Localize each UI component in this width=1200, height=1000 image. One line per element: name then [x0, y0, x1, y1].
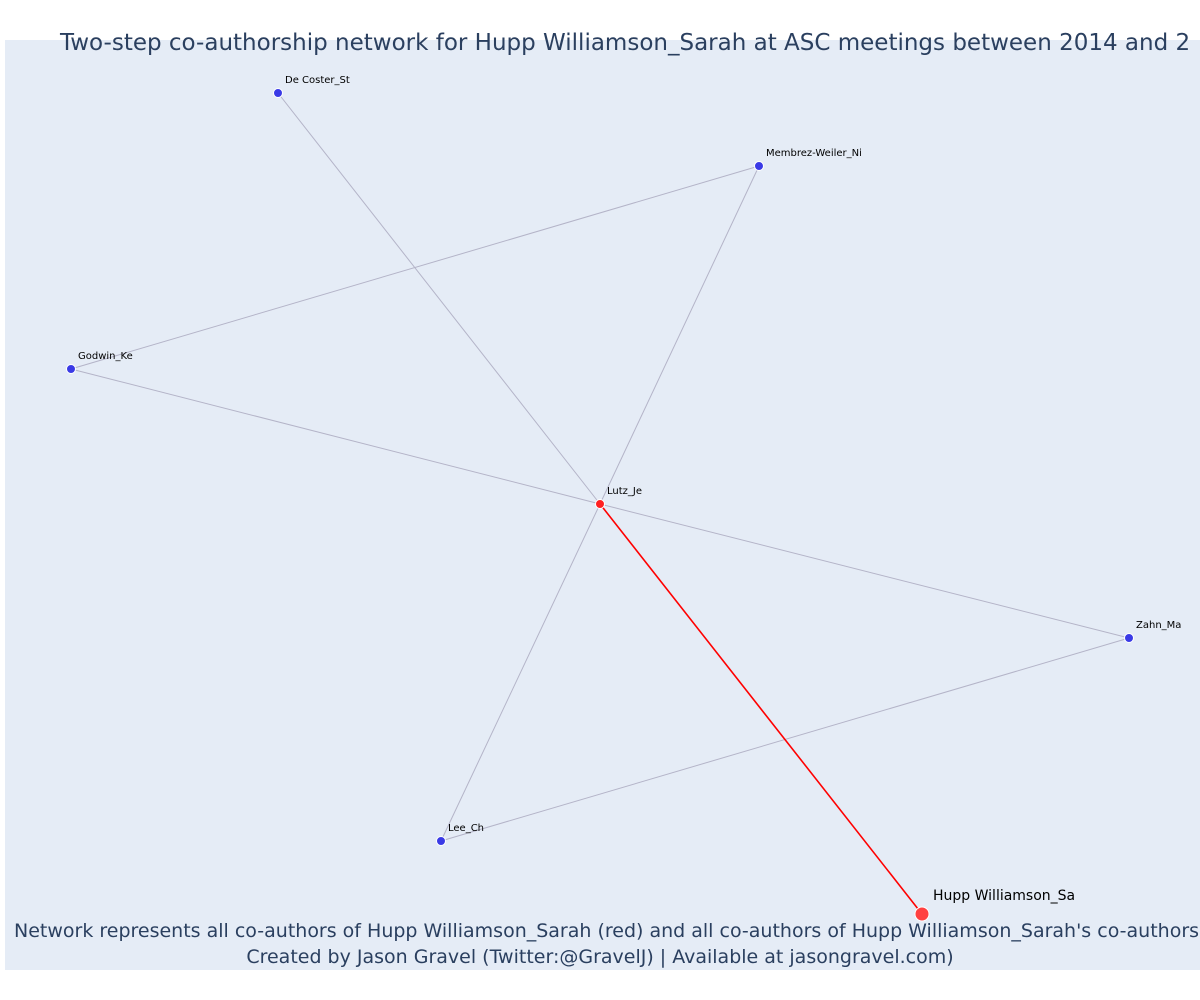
chart-caption: Network represents all co-authors of Hup… — [0, 918, 1200, 970]
node-godwin[interactable]: Godwin_Ke — [66, 351, 133, 374]
node-lutz[interactable]: Lutz_Je — [595, 486, 643, 509]
node-marker-membrez[interactable] — [754, 161, 764, 171]
nodes-layer: Hupp Williamson_Sa Lutz_Je De Coster_StMem… — [66, 75, 1182, 922]
edge-lutz-hupp — [599, 503, 923, 915]
node-marker-zahn[interactable] — [1124, 633, 1134, 643]
node-membrez[interactable]: Membrez-Weiler_Ni — [754, 148, 862, 171]
chart-title: Two-step co-authorship network for Hupp … — [60, 30, 1191, 56]
node-label-lutz: Lutz_Je — [607, 486, 642, 497]
caption-line-description: Network represents all co-authors of Hup… — [14, 920, 1200, 942]
node-label-godwin: Godwin_Ke — [78, 351, 133, 362]
edge-lutz-membrez — [599, 165, 760, 505]
node-label-zahn: Zahn_Ma — [1136, 620, 1181, 631]
caption-line-credit: Created by Jason Gravel (Twitter:@Gravel… — [246, 946, 954, 968]
edges-layer — [70, 92, 1130, 915]
edge-lutz-zahn — [599, 503, 1130, 639]
node-label-membrez: Membrez-Weiler_Ni — [766, 148, 862, 159]
node-marker-decoster[interactable] — [273, 88, 283, 98]
node-hupp[interactable]: Hupp Williamson_Sa — [914, 888, 1075, 922]
edge-lutz-lee — [440, 503, 601, 842]
node-marker-hupp[interactable] — [914, 906, 930, 922]
node-marker-lutz[interactable] — [595, 499, 605, 509]
edge-lutz-godwin — [70, 368, 601, 505]
node-marker-lee[interactable] — [436, 836, 446, 846]
node-zahn[interactable]: Zahn_Ma — [1124, 620, 1182, 643]
node-decoster[interactable]: De Coster_St — [273, 75, 350, 98]
node-label-decoster: De Coster_St — [285, 75, 350, 86]
edge-godwin-membrez — [70, 165, 760, 370]
edge-lutz-decoster — [277, 92, 601, 505]
node-label-lee: Lee_Ch — [448, 823, 484, 834]
node-marker-godwin[interactable] — [66, 364, 76, 374]
node-lee[interactable]: Lee_Ch — [436, 823, 485, 846]
node-label-hupp: Hupp Williamson_Sa — [933, 888, 1075, 904]
